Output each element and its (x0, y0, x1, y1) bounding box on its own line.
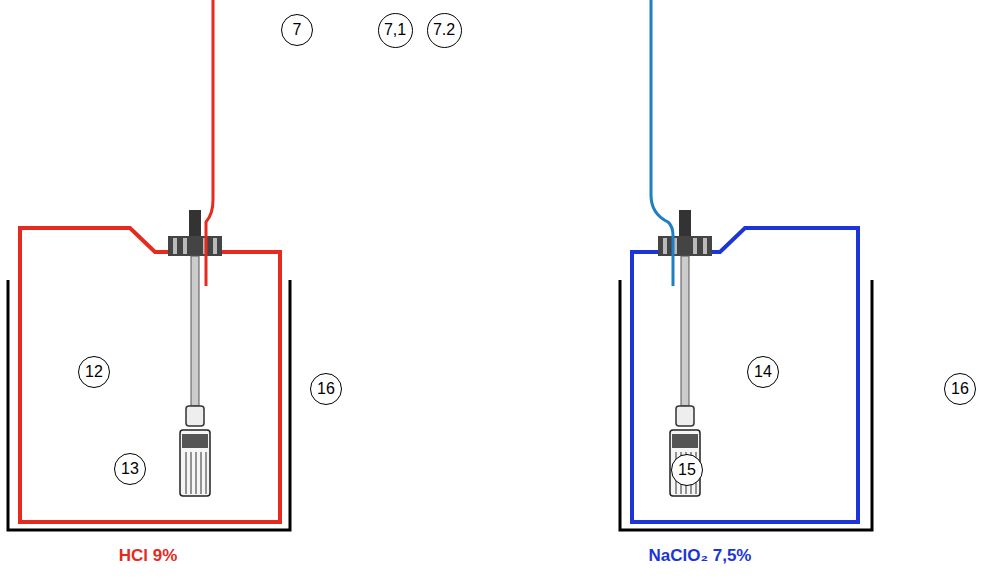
strainer (180, 430, 210, 496)
callout-number: 16 (310, 373, 342, 405)
callout-number: 7,1 (378, 13, 413, 48)
foot-valve (186, 406, 204, 426)
callout-number: 16 (944, 373, 976, 405)
foot-valve (676, 406, 694, 426)
chlorite-line (651, 0, 673, 286)
tank-label: HCl 9% (119, 546, 178, 566)
callout-number: 7.2 (427, 13, 462, 48)
lance-cap (168, 236, 222, 256)
acid-tank (20, 228, 280, 522)
chlorite-tank (632, 228, 858, 522)
lance-knob (189, 210, 201, 236)
suction-tube (681, 256, 689, 406)
acid-line (206, 0, 213, 286)
callout-number: 15 (671, 454, 703, 486)
callout-number: 13 (114, 453, 146, 485)
callout-number: 12 (78, 356, 110, 388)
tank-label: NaClO₂ 7,5% (649, 546, 752, 566)
callout-number: 14 (747, 356, 779, 388)
suction-tube (191, 256, 199, 406)
lance-cap (658, 236, 712, 256)
callout-number: 7 (281, 14, 313, 46)
lance-knob (679, 210, 691, 236)
